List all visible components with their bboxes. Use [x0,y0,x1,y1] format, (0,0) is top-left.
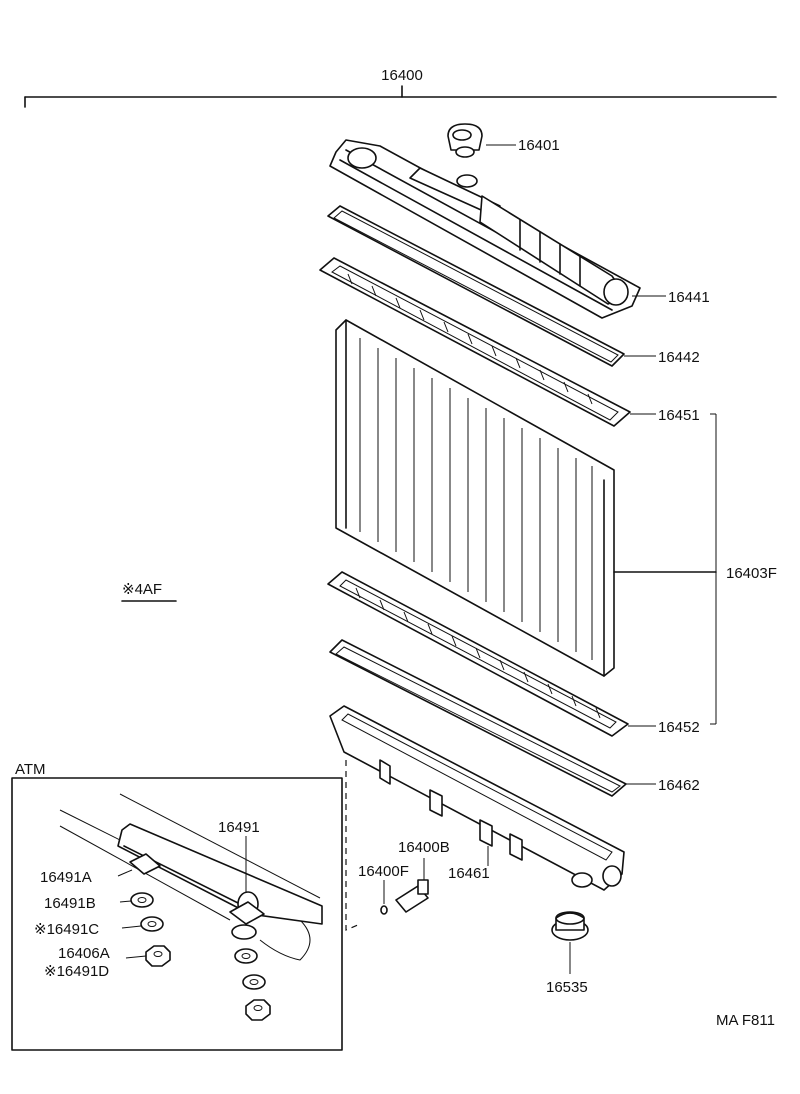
lower-gasket: 16462 [329,639,700,797]
lower-tank: 16461 [329,705,625,891]
label-atm-d1: 16406A [58,945,110,962]
radiator-core: 16403F [335,319,777,677]
label-o-ring: 16400F [358,863,409,880]
upper-core-plate: 16451 [319,257,700,427]
label-drain-plug: 16535 [546,979,588,996]
figure-code: MA F811 [716,1012,775,1029]
label-lower-gasket: 16462 [658,777,700,794]
label-atm-c: ※16491C [34,921,99,938]
upper-tank: 16441 [329,139,710,319]
label-assembly: 16400 [381,67,423,84]
label-note: ※4AF [122,581,162,598]
note-4af: ※4AF [121,581,177,602]
atm-inset: ATM 16491 16491A 16491B ※16491C 16406A ※… [11,761,343,1051]
upper-gasket: 16442 [327,205,700,367]
label-atm-pipe: 16491 [218,819,260,836]
atm-leader [345,760,361,931]
radiator-cap: 16401 [447,123,560,158]
label-core: 16403F [726,565,777,582]
label-atm-a: 16491A [40,869,92,886]
assembly-bracket: 16400 [24,67,777,108]
core-bracket [710,413,717,725]
label-lower-tank: 16461 [448,865,490,882]
label-upper-gasket: 16442 [658,349,700,366]
label-cap: 16401 [518,137,560,154]
o-ring: 16400F [358,863,409,915]
drain-plug: 16535 [546,911,589,996]
label-lower-plate: 16452 [658,719,700,736]
label-atm: ATM [15,761,46,778]
lower-core-plate: 16452 [327,571,700,737]
drain-cock: 16400B [395,839,450,913]
label-atm-b: 16491B [44,895,96,912]
label-drain-cock: 16400B [398,839,450,856]
label-upper-tank: 16441 [668,289,710,306]
label-upper-plate: 16451 [658,407,700,424]
label-atm-d2: ※16491D [44,963,109,980]
